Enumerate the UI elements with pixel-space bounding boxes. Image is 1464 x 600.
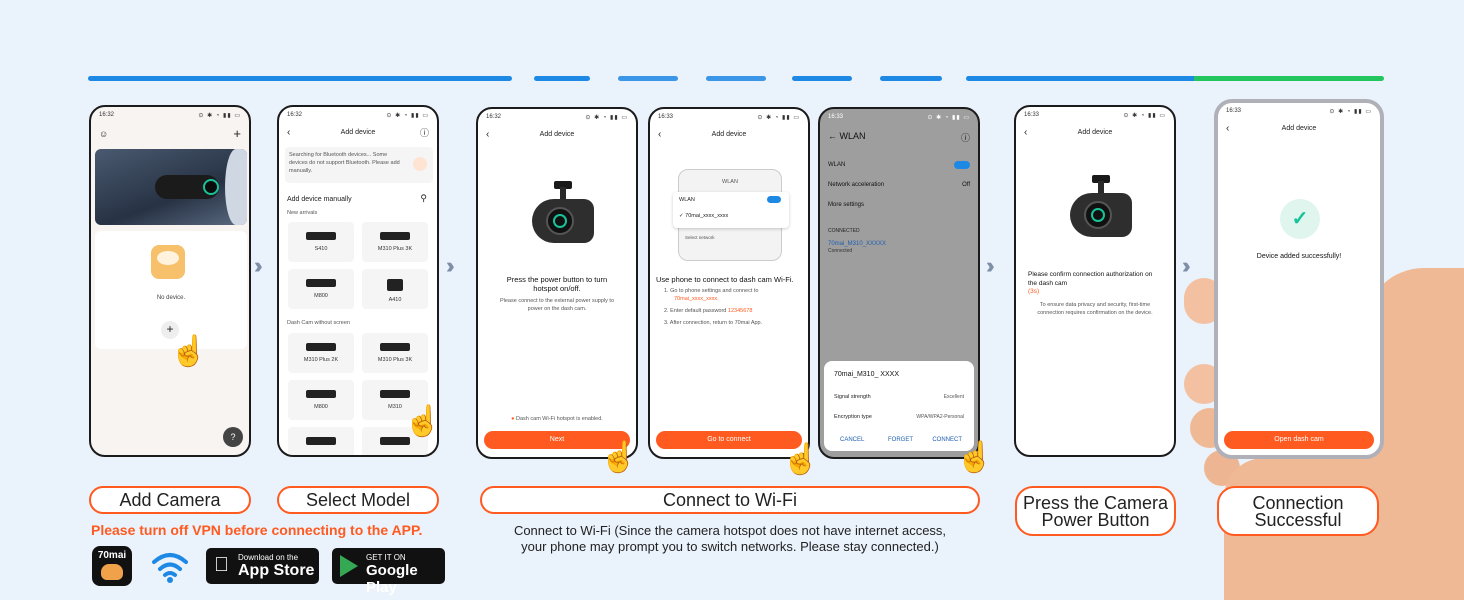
- vpn-warning: Please turn off VPN before connecting to…: [91, 522, 423, 538]
- phone-success: 16:33⊙ ✱ ◔ ▮▮ ▭ ‹Add device ✓ Device add…: [1214, 99, 1384, 459]
- wlan-toggle[interactable]: [767, 196, 781, 203]
- info-icon[interactable]: ⓘ: [419, 128, 429, 138]
- model-card[interactable]: M310 Plus 3K: [362, 222, 428, 262]
- status-bar: 16:32⊙ ✱ ◔ ▮▮ ▭: [486, 114, 628, 121]
- chevron-right-icon: ››: [446, 253, 454, 278]
- connected-network[interactable]: 70mai_M310_XXXXX Connected: [828, 241, 887, 254]
- forget-button[interactable]: FORGET: [888, 437, 913, 443]
- progress-bar-segment: [792, 76, 852, 81]
- wifi-note: Connect to Wi-Fi (Since the camera hotsp…: [513, 523, 947, 554]
- wlan-toggle[interactable]: [954, 161, 970, 169]
- progress-bar-segment: [88, 76, 512, 81]
- progress-bar-segment: [880, 76, 942, 81]
- progress-bar-segment: [706, 76, 766, 81]
- model-card[interactable]: S410: [288, 222, 354, 262]
- play-icon: [340, 555, 358, 577]
- hand-pointer-icon: ☝: [600, 441, 638, 474]
- model-card[interactable]: [362, 427, 428, 455]
- back-icon[interactable]: ‹: [658, 129, 662, 140]
- bluetooth-search-notice: Searching for Bluetooth devices... Some …: [285, 147, 433, 183]
- next-button[interactable]: Next: [484, 431, 630, 449]
- hotspot-status: ● Dash cam Wi-Fi hotspot is enabled.: [511, 416, 603, 422]
- back-icon[interactable]: ‹: [287, 127, 291, 138]
- go-to-connect-button[interactable]: Go to connect: [656, 431, 802, 449]
- phone-home-screen: 16:32⊙ ✱ ◔ ▮▮ ▭ ☺ + No device. + ?: [89, 105, 251, 457]
- header: ‹Add device: [1016, 125, 1174, 141]
- step-label-select-model: Select Model: [277, 486, 439, 514]
- help-icon[interactable]: ⓘ: [960, 133, 970, 143]
- dash-cam-illustration: [532, 181, 596, 245]
- cancel-button[interactable]: CANCEL: [840, 437, 865, 443]
- progress-bar-segment: [966, 76, 1194, 81]
- connect-button[interactable]: CONNECT: [932, 437, 962, 443]
- google-play-badge[interactable]: GET IT ON Google Play: [332, 548, 445, 596]
- hand-pointer-icon: ☝: [170, 335, 208, 368]
- status-bar: 16:33⊙ ✱ ◔ ▮▮ ▭: [1226, 108, 1372, 115]
- chevron-right-icon: ››: [986, 253, 994, 278]
- add-icon[interactable]: +: [233, 126, 241, 141]
- back-icon[interactable]: ‹: [486, 129, 490, 140]
- model-card[interactable]: M800: [288, 380, 354, 420]
- phone-power-on: 16:32⊙ ✱ ◔ ▮▮ ▭ ‹Add device Press the po…: [476, 107, 638, 459]
- app-logo-icon[interactable]: 70mai: [92, 546, 132, 586]
- open-dash-cam-button[interactable]: Open dash cam: [1224, 431, 1374, 449]
- status-bar: 16:32⊙ ✱ ◔ ▮▮ ▭: [287, 112, 429, 119]
- wlan-illustration: WLAN WLAN ✓ 70mai_xxxx_xxxx Select netwo…: [673, 169, 789, 261]
- progress-bar-segment: [618, 76, 678, 81]
- phone-confirm-authorization: 16:33⊙ ✱ ◔ ▮▮ ▭ ‹Add device Please confi…: [1014, 105, 1176, 457]
- status-bar: 16:33⊙ ✱ ◔ ▮▮ ▭: [828, 114, 970, 121]
- user-icon[interactable]: ☺: [99, 129, 109, 139]
- phone-connect-instructions: 16:33⊙ ✱ ◔ ▮▮ ▭ ‹Add device WLAN WLAN ✓ …: [648, 107, 810, 459]
- header: ‹Add device: [478, 127, 636, 143]
- progress-bar-segment: [534, 76, 590, 81]
- empty-state-card: No device. +: [95, 231, 247, 349]
- status-bar: 16:33⊙ ✱ ◔ ▮▮ ▭: [658, 114, 800, 121]
- model-card-selected[interactable]: M310: [362, 380, 428, 420]
- add-device-button[interactable]: +: [161, 321, 179, 339]
- progress-bar-complete: [1194, 76, 1384, 81]
- hand-pointer-icon: ☝: [956, 441, 994, 474]
- camera-photo: [95, 149, 247, 225]
- status-bar: 16:32⊙ ✱ ◔ ▮▮ ▭: [99, 112, 241, 119]
- add-manually-label: Add device manually: [287, 196, 352, 203]
- hand-pointer-icon: ☝: [404, 405, 442, 438]
- step-label-add-camera: Add Camera: [89, 486, 251, 514]
- back-icon[interactable]: ‹: [1226, 123, 1230, 134]
- help-icon[interactable]: ?: [223, 427, 243, 447]
- hand-pointer-icon: ☝: [782, 443, 820, 476]
- dash-cam-illustration: [1070, 175, 1134, 239]
- app-store-badge[interactable]:  Download on the App Store: [206, 548, 319, 584]
- status-bar: 16:33⊙ ✱ ◔ ▮▮ ▭: [1024, 112, 1166, 119]
- back-icon[interactable]: ‹: [1024, 127, 1028, 138]
- model-card[interactable]: A410: [362, 269, 428, 309]
- step-label-connect-wifi: Connect to Wi-Fi: [480, 486, 980, 514]
- no-device-text: No device.: [156, 295, 186, 301]
- model-card[interactable]: M310 Plus 2K: [288, 333, 354, 373]
- network-dialog: 70mai_M310_ XXXX Signal strength Excelle…: [824, 361, 974, 451]
- chevron-right-icon: ››: [254, 253, 262, 278]
- back-icon[interactable]: ←: [828, 131, 837, 141]
- apple-icon: : [214, 554, 229, 577]
- header: ‹Add device: [650, 127, 808, 143]
- model-card[interactable]: M310 Plus 3K: [362, 333, 428, 373]
- check-icon: ✓: [1280, 199, 1320, 239]
- search-icon[interactable]: ⚲: [420, 193, 427, 203]
- header: ‹Add device: [1218, 121, 1380, 137]
- model-card[interactable]: M800: [288, 269, 354, 309]
- wifi-icon: [150, 548, 190, 584]
- model-card[interactable]: [288, 427, 354, 455]
